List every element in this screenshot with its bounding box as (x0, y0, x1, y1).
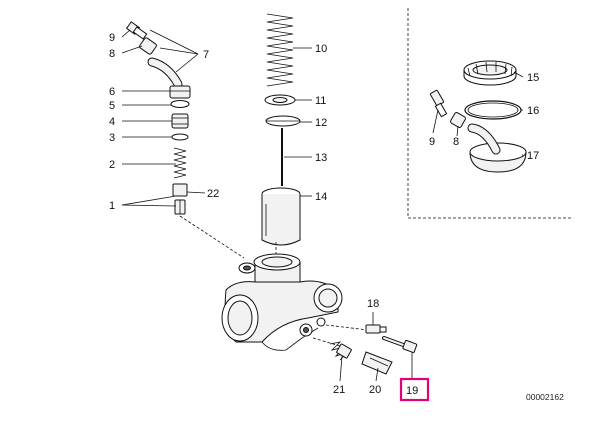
callout-8-right: 8 (453, 136, 459, 148)
callout-12: 12 (315, 117, 327, 129)
callout-2: 2 (109, 159, 115, 171)
callout-13: 13 (315, 152, 327, 164)
part-17-cover (467, 123, 527, 173)
part-7-bent-tube (147, 57, 183, 89)
callout-17: 17 (527, 150, 539, 162)
assembly-line-lower (312, 337, 341, 347)
drawing-reference-number: 00002162 (526, 392, 564, 402)
callout-14: 14 (315, 191, 327, 203)
part-19-adjuster-screw (382, 336, 418, 353)
part-14-slide (261, 187, 301, 246)
callout-3: 3 (109, 132, 115, 144)
part-2-spring (173, 147, 187, 179)
callout-15: 15 (527, 72, 539, 84)
part-3-ring (171, 133, 189, 141)
callout-9-left: 9 (109, 32, 115, 44)
assembly-line-right (325, 324, 369, 331)
part-15-ring-nut (463, 60, 517, 86)
part-5-washer (170, 100, 190, 108)
carburetor-body (221, 242, 343, 351)
callout-9-right: 9 (429, 136, 435, 148)
callout-1: 1 (109, 200, 115, 212)
part-20-plug (361, 351, 393, 375)
part-16-o-ring (464, 100, 522, 120)
highlight-box-part-19 (399, 377, 430, 402)
callout-22: 22 (207, 188, 219, 200)
callout-18: 18 (367, 298, 379, 310)
part-12-clip (265, 115, 301, 127)
part-9-screw-right (429, 89, 448, 118)
callout-19-highlighted: 19 (406, 385, 418, 397)
part-6-cap (169, 85, 191, 99)
callout-20: 20 (369, 384, 381, 396)
callout-5: 5 (109, 100, 115, 112)
part-21-spring-screw (329, 341, 352, 361)
part-11-retainer (264, 94, 296, 106)
part-4-body (171, 113, 189, 129)
callout-8-left: 8 (109, 48, 115, 60)
assembly-line-left (179, 215, 245, 259)
part-10-spring (266, 13, 294, 87)
part-9-screw-left (125, 21, 148, 40)
leader-lines (121, 29, 524, 382)
part-8-nut-right (450, 112, 466, 128)
part-8-nut-left (139, 37, 157, 55)
callout-4: 4 (109, 116, 115, 128)
part-18-screw (365, 324, 387, 334)
part-1-jet (174, 199, 186, 215)
part-22-sleeve (172, 183, 188, 197)
callout-21: 21 (333, 384, 345, 396)
callout-6: 6 (109, 86, 115, 98)
callout-7: 7 (203, 49, 209, 61)
callout-16: 16 (527, 105, 539, 117)
callout-10: 10 (315, 43, 327, 55)
callout-11: 11 (315, 95, 326, 107)
